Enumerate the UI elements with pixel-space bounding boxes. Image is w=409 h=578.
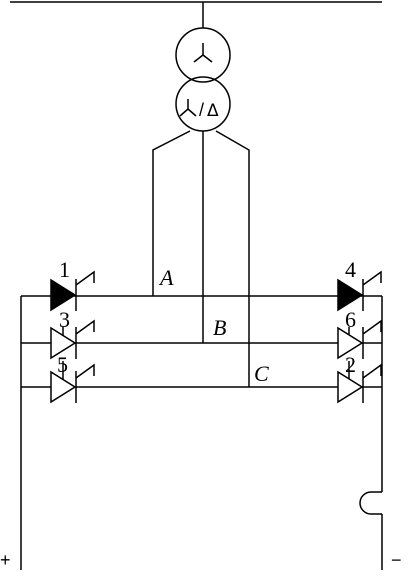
secondary-delta-label: Δ bbox=[207, 101, 219, 121]
wye-symbol-secondary bbox=[179, 99, 197, 117]
thyristor-5 bbox=[50, 363, 95, 404]
thyristor-2 bbox=[337, 363, 382, 404]
thyristor-3 bbox=[50, 319, 95, 360]
thyristor-6-label: 6 bbox=[345, 307, 356, 332]
phase-c-label: C bbox=[254, 361, 269, 386]
thyristor-5-label: 5 bbox=[57, 352, 68, 377]
secondary-slash-label: / bbox=[199, 100, 204, 120]
thyristor-4 bbox=[337, 270, 382, 312]
smoothing-inductor-symbol bbox=[359, 491, 382, 515]
thyristor-1-label: 1 bbox=[59, 257, 70, 282]
wye-symbol-primary bbox=[193, 43, 213, 63]
transformer-primary-winding bbox=[175, 27, 231, 83]
phase-c-lead bbox=[215, 130, 250, 387]
thyristor-3-label: 3 bbox=[59, 307, 70, 332]
thyristor-1 bbox=[50, 270, 95, 312]
positive-terminal-label: + bbox=[0, 550, 11, 570]
negative-terminal-label: − bbox=[391, 550, 402, 570]
thyristor-4-label: 4 bbox=[345, 257, 356, 282]
phase-a-lead bbox=[152, 130, 191, 296]
phase-b-label: B bbox=[213, 315, 226, 340]
phase-a-label: A bbox=[158, 265, 174, 290]
thyristor-2-label: 2 bbox=[345, 352, 356, 377]
thyristor-6 bbox=[337, 319, 382, 360]
